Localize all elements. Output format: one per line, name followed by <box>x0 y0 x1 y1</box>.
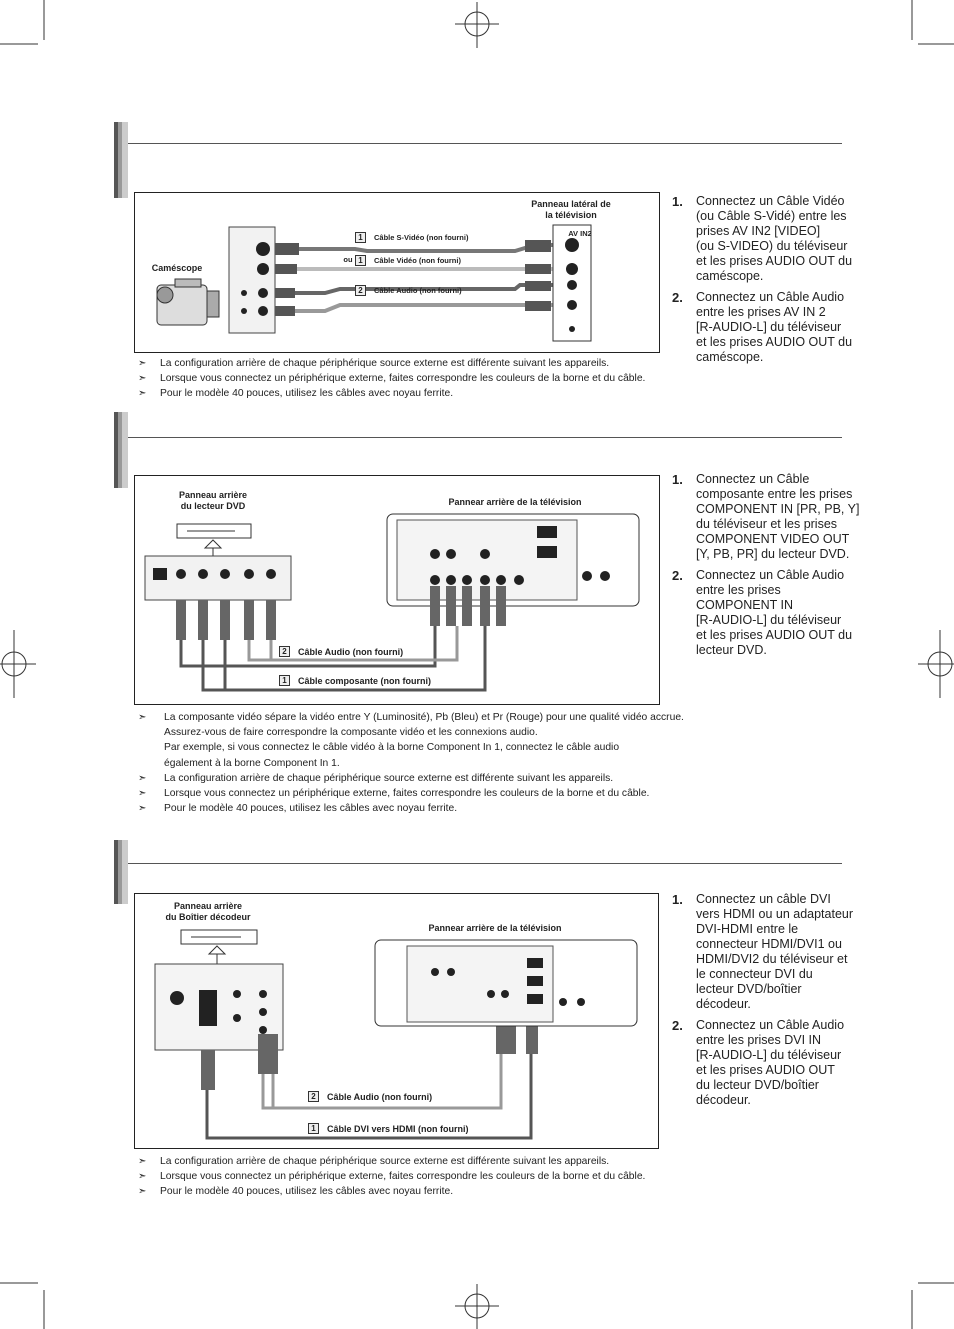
note-arrow-icon: ➣ <box>138 1186 147 1198</box>
note-text: Lorsque vous connectez un périphérique e… <box>160 1171 646 1183</box>
step-text: Connectez un câble DVI vers HDMI ou un a… <box>696 892 854 1011</box>
note-text: Lorsque vous connectez un périphérique e… <box>164 788 650 800</box>
section-2-steps: 1. Connectez un Câble composante entre le… <box>672 472 872 664</box>
step-number: 1. <box>672 472 683 487</box>
cable-component: 1 Câble composante (non fourni) <box>279 675 431 686</box>
step-text: Connectez un Câble Audio entre les prise… <box>696 568 853 657</box>
note-item: ➣ La configuration arrière de chaque péri… <box>138 771 758 786</box>
note-arrow-icon: ➣ <box>138 772 147 784</box>
section-1-notes: ➣ La configuration arrière de chaque péri… <box>138 356 738 402</box>
note-item: ➣ Pour le modèle 40 pouces, utilisez les … <box>138 1184 738 1199</box>
note-item: ➣ Lorsque vous connectez un périphérique … <box>138 786 758 801</box>
tv-back-panel-label: Pannear arrière de la télévision <box>448 497 582 507</box>
note-arrow-icon: ➣ <box>138 358 147 369</box>
step-text: Connectez un Câble Audio entre les prise… <box>696 290 853 364</box>
tv-port-av-in2: AV IN2 <box>568 229 592 238</box>
step-item: 1. Connectez un Câble composante entre le… <box>672 472 872 562</box>
dvd-diagram: Panneau arrière du lecteur DVD Pannear a… <box>134 475 660 705</box>
cable-label: Câble composante (non fourni) <box>298 675 432 686</box>
cable-number-badge: 2 <box>308 1091 319 1102</box>
step-item: 2. Connectez un Câble Audio entre les pri… <box>672 1018 872 1108</box>
step-text: Connectez un Câble Audio entre les prise… <box>696 1018 845 1107</box>
camcorder-diagram: Panneau latéral de la télévision Camésco… <box>134 192 660 353</box>
section-3-notes: ➣ La configuration arrière de chaque péri… <box>138 1154 738 1200</box>
cable-audio: 2 Câble Audio (non fourni) <box>308 1091 432 1102</box>
cable-number-badge: 2 <box>279 646 290 657</box>
section-1-steps: 1. Connectez un Câble Vidéo (ou Câble S-V… <box>672 194 872 371</box>
cable-label: Câble Audio (non fourni) <box>298 646 404 657</box>
cable-label: Câble DVI vers HDMI (non fourni) <box>327 1123 469 1134</box>
step-item: 2. Connectez un Câble Audio entre les pri… <box>672 568 872 658</box>
note-item: ➣ Lorsque vous connectez un périphérique … <box>138 371 738 386</box>
step-number: 1. <box>672 194 683 209</box>
cable-label: Câble S-Vidéo (non fourni) <box>374 233 469 242</box>
section-3-rule <box>128 863 842 864</box>
step-item: 1. Connectez un câble DVI vers HDMI ou un… <box>672 892 872 1012</box>
step-number: 2. <box>672 1018 683 1033</box>
cable-label: Câble Audio (non fourni) <box>374 286 462 295</box>
cable-audio: 2 Câble Audio (non fourni) <box>355 285 462 296</box>
note-item: ➣ Pour le modèle 40 pouces, utilisez les … <box>138 386 738 401</box>
or-label: ou <box>343 255 353 264</box>
cable-label: Câble Audio (non fourni) <box>327 1091 433 1102</box>
note-text: La configuration arrière de chaque périp… <box>160 358 610 369</box>
cable-audio: 2 Câble Audio (non fourni) <box>279 646 403 657</box>
note-item: ➣ Lorsque vous connectez un périphérique … <box>138 1169 738 1184</box>
section-1-rule <box>128 143 842 144</box>
camcorder-label: Caméscope <box>151 263 203 273</box>
note-arrow-icon: ➣ <box>138 712 147 723</box>
note-arrow-icon: ➣ <box>138 803 147 815</box>
section-1-marker <box>114 122 128 198</box>
note-text: La composante vidéo sépare la vidéo entr… <box>164 712 684 769</box>
cable-dvi-hdmi: 1 Câble DVI vers HDMI (non fourni) <box>308 1123 469 1134</box>
cable-label: Câble Vidéo (non fourni) <box>374 256 461 265</box>
note-text: Pour le modèle 40 pouces, utilisez les c… <box>164 803 458 815</box>
step-number: 2. <box>672 290 683 305</box>
tv-side-panel-label: Panneau latéral de la télévision <box>531 199 611 220</box>
note-item: ➣ La configuration arrière de chaque péri… <box>138 1154 738 1169</box>
note-item: ➣ La configuration arrière de chaque péri… <box>138 356 738 371</box>
cable-number-badge: 1 <box>355 255 366 266</box>
cable-number-badge: 1 <box>355 232 366 243</box>
note-arrow-icon: ➣ <box>138 788 147 800</box>
note-arrow-icon: ➣ <box>138 388 147 400</box>
note-text: Pour le modèle 40 pouces, utilisez les c… <box>160 388 454 400</box>
cable-video: 1 Câble Vidéo (non fourni) <box>355 255 461 266</box>
note-item: ➣ Pour le modèle 40 pouces, utilisez les … <box>138 801 758 816</box>
step-item: 1. Connectez un Câble Vidéo (ou Câble S-V… <box>672 194 872 284</box>
note-text: La configuration arrière de chaque périp… <box>160 1156 610 1167</box>
section-2-notes: ➣ La composante vidéo sépare la vidéo ent… <box>138 710 758 816</box>
tv-back-panel-label: Pannear arrière de la télévision <box>428 923 562 933</box>
step-text: Connectez un Câble Vidéo (ou Câble S-Vid… <box>696 194 853 283</box>
cable-number-badge: 1 <box>279 675 290 686</box>
section-3-steps: 1. Connectez un câble DVI vers HDMI ou un… <box>672 892 872 1114</box>
settop-back-panel-label: Panneau arrière du Boîtier décodeur <box>165 901 251 922</box>
cable-number-badge: 2 <box>355 285 366 296</box>
step-number: 1. <box>672 892 683 907</box>
step-item: 2. Connectez un Câble Audio entre les pri… <box>672 290 872 365</box>
note-item: ➣ La composante vidéo sépare la vidéo ent… <box>138 710 758 771</box>
note-text: La configuration arrière de chaque périp… <box>164 772 614 784</box>
note-arrow-icon: ➣ <box>138 373 147 385</box>
step-text: Connectez un Câble composante entre les … <box>696 472 860 561</box>
settop-diagram: Panneau arrière du Boîtier décodeur Pann… <box>134 893 659 1149</box>
section-2-marker <box>114 412 128 488</box>
note-arrow-icon: ➣ <box>138 1156 147 1167</box>
section-2-rule <box>128 437 842 438</box>
step-number: 2. <box>672 568 683 583</box>
note-arrow-icon: ➣ <box>138 1171 147 1183</box>
note-text: Lorsque vous connectez un périphérique e… <box>160 373 646 385</box>
note-text: Pour le modèle 40 pouces, utilisez les c… <box>160 1186 454 1198</box>
dvd-back-panel-label: Panneau arrière du lecteur DVD <box>178 490 248 511</box>
cable-s-video: 1 Câble S-Vidéo (non fourni) <box>355 232 468 243</box>
cable-number-badge: 1 <box>308 1123 319 1134</box>
section-3-marker <box>114 840 128 904</box>
